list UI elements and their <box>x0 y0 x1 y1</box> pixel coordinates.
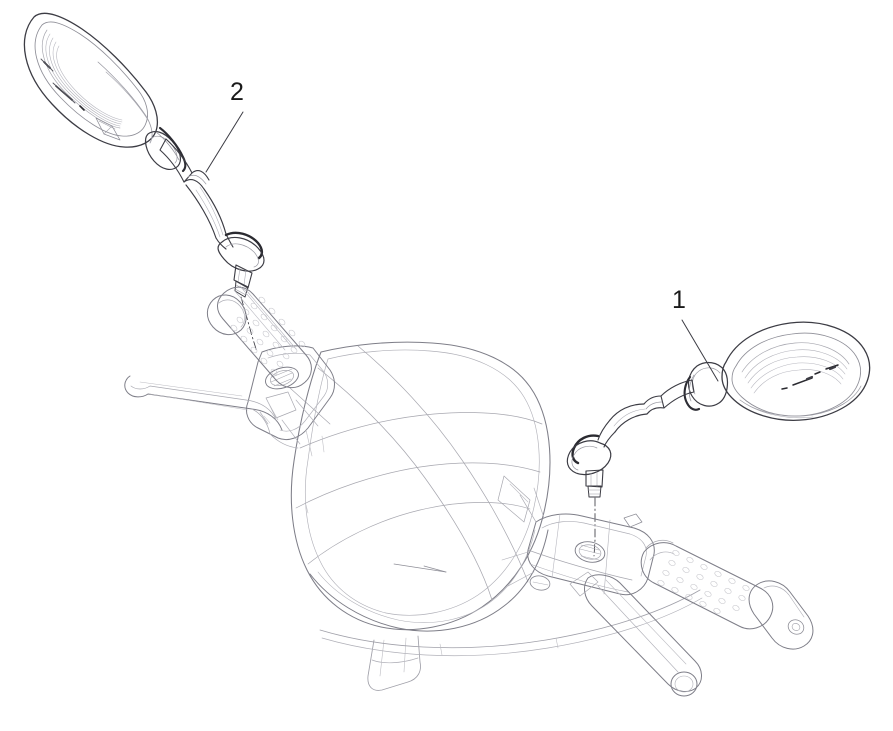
mirror-mount-boss-left <box>265 366 299 390</box>
right-brake-lever <box>569 571 702 697</box>
callout-label-1[interactable]: 1 <box>672 286 686 314</box>
steering-column-stem <box>319 589 703 691</box>
mirror-stem-right <box>597 403 648 448</box>
mirror-collar-left <box>144 126 187 173</box>
left-brake-lever <box>124 375 299 449</box>
left-grip-texture <box>230 296 306 376</box>
handlebar-cover-shield <box>290 341 551 632</box>
mirror-ball-joint-right <box>566 434 612 498</box>
callout-2-leader <box>205 111 244 173</box>
mirror-stem-sleeve-right <box>643 379 695 415</box>
left-rear-view-mirror[interactable] <box>23 12 265 353</box>
callout-label-2[interactable]: 2 <box>230 78 244 106</box>
mirror-head-left <box>23 12 159 148</box>
mirror-engraving-marks-left <box>43 61 85 111</box>
right-switch-housing <box>497 475 655 596</box>
right-grip-texture <box>657 550 750 614</box>
right-rear-view-mirror[interactable] <box>566 319 871 557</box>
mirror-head-right <box>721 321 871 421</box>
left-grip <box>206 285 312 388</box>
screw-boss-right <box>529 575 551 591</box>
left-mirror-assembly-axis <box>240 296 258 353</box>
mirror-collar-right <box>683 361 729 411</box>
right-mirror-assembly-axis <box>593 497 596 557</box>
callout-1-leader <box>681 319 719 382</box>
mirror-stem-sleeve-left <box>159 138 210 190</box>
right-grip <box>640 539 814 650</box>
mirror-mount-boss-right <box>574 541 606 563</box>
handlebar-assembly[interactable] <box>124 285 814 697</box>
mirror-stem-left <box>185 184 234 250</box>
